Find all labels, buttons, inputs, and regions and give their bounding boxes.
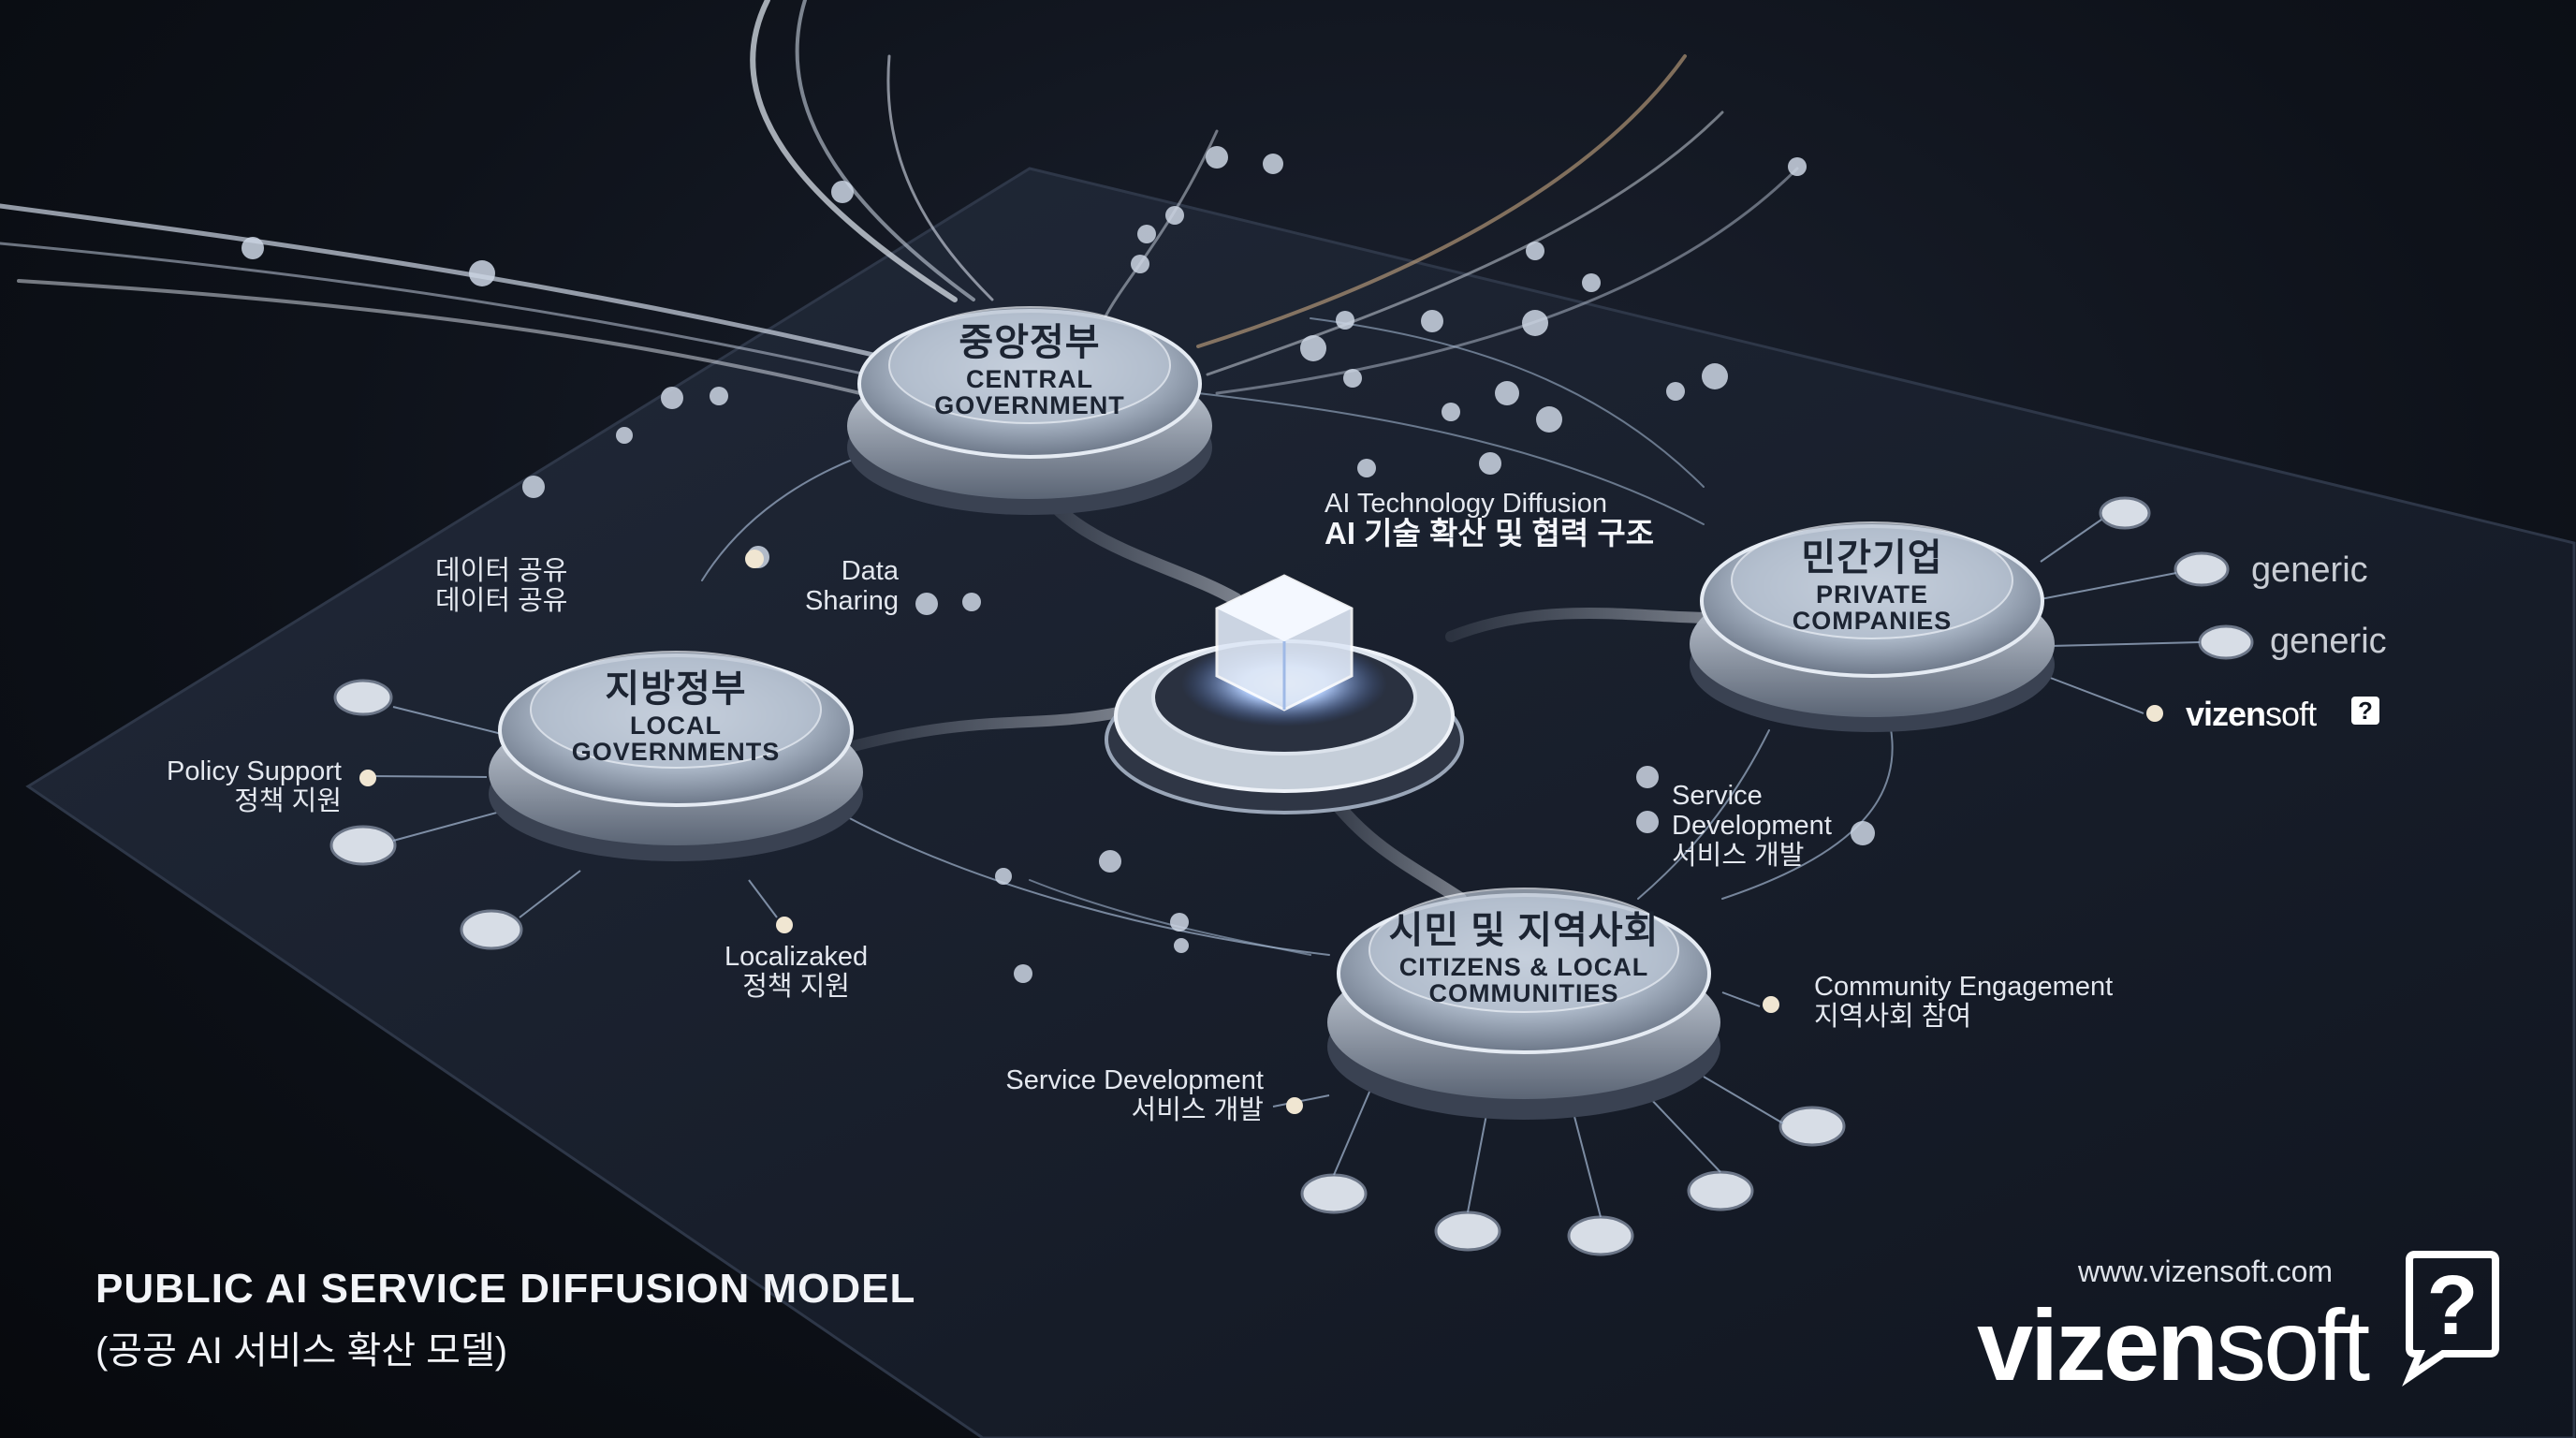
service-dev-right-ko: 서비스 개발 <box>1672 841 1805 871</box>
data-share-ko-label: 데이터 공유 데이터 공유 <box>435 556 567 616</box>
service-dev-left-ko: 서비스 개발 <box>1131 1095 1264 1125</box>
data-share-ko-1: 데이터 공유 <box>435 556 568 586</box>
partner-1: generic <box>2251 550 2368 590</box>
policy-support-label: Policy Support 정책 지원 <box>159 756 342 816</box>
data-share-ko-2: 데이터 공유 <box>435 586 568 616</box>
vizensoft-logo: vizensoft <box>1977 1286 2370 1403</box>
ai-diffusion-en: AI Technology Diffusion <box>1325 489 1608 519</box>
community-label: Community Engagement 지역사회 참여 <box>1814 972 2113 1032</box>
policy-support-en: Policy Support <box>167 756 342 786</box>
question-bubble-small-icon: ? <box>2351 697 2379 725</box>
logo-bold: vizen <box>1977 1288 2218 1401</box>
node-central-label: 중앙정부 CENTRAL GOVERNMENT <box>934 312 1125 418</box>
private-ko: 민간기업 <box>1801 537 1943 579</box>
label-dots <box>359 550 2163 1114</box>
data-sharing-2: Sharing <box>805 586 899 616</box>
data-sharing-1: Data <box>841 556 899 586</box>
diagram-title-block: PUBLIC AI SERVICE DIFFUSION MODEL (공공 AI… <box>95 1266 915 1374</box>
svg-text:?: ? <box>2427 1259 2479 1353</box>
service-dev-right-label: Service Development 서비스 개발 <box>1672 781 1832 871</box>
partner-vizensoft: vizensoft <box>2186 695 2317 734</box>
community-en: Community Engagement <box>1814 972 2114 1002</box>
localized-en: Localizaked <box>724 942 869 972</box>
citizens-en2: COMMUNITIES <box>1428 979 1619 1007</box>
logo-lite: soft <box>2216 1288 2370 1401</box>
diagram-subtitle: (공공 AI 서비스 확산 모델) <box>95 1330 508 1372</box>
node-central <box>847 306 1212 515</box>
central-en2: GOVERNMENT <box>934 391 1125 419</box>
node-private <box>1690 521 2055 732</box>
diagram-title: PUBLIC AI SERVICE DIFFUSION MODEL <box>95 1266 916 1312</box>
central-en1: CENTRAL <box>965 365 1093 393</box>
local-en2: GOVERNMENTS <box>571 738 781 766</box>
data-sharing-label: Data Sharing <box>805 556 899 616</box>
service-dev-left-label: Service Development 서비스 개발 <box>1002 1065 1264 1125</box>
central-ko: 중앙정부 <box>959 322 1101 363</box>
website-url: www.vizensoft.com <box>2078 1255 2334 1288</box>
partner-brand-bold: vizen <box>2186 695 2266 733</box>
svg-text:?: ? <box>2358 697 2373 725</box>
local-en1: LOCAL <box>630 712 722 740</box>
community-ko: 지역사회 참여 <box>1814 1002 1972 1032</box>
citizens-en1: CITIZENS & LOCAL <box>1398 953 1649 981</box>
node-local <box>489 651 863 861</box>
satellite-discs <box>329 496 2254 1256</box>
citizens-ko: 시민 및 지역사회 <box>1388 910 1660 951</box>
service-dev-left-en: Service Development <box>1005 1065 1264 1095</box>
partner-brand-lite: soft <box>2265 695 2317 733</box>
ai-diffusion-label: AI Technology Diffusion AI 기술 확산 및 협력 구조 <box>1325 489 1654 549</box>
private-en2: COMPANIES <box>1792 607 1953 635</box>
private-en1: PRIVATE <box>1815 580 1929 609</box>
policy-support-ko: 정책 지원 <box>234 786 342 816</box>
ai-core-hub <box>1105 574 1464 814</box>
node-citizens-label: 시민 및 지역사회 CITIZENS & LOCAL COMMUNITIES <box>1389 900 1660 1006</box>
local-ko: 지방정부 <box>605 668 747 710</box>
service-dev-right-2: Development <box>1672 811 1832 841</box>
node-private-label: 민간기업 PRIVATE COMPANIES <box>1793 527 1953 634</box>
network-orbs <box>242 146 1875 983</box>
localized-ko: 정책 지원 <box>742 972 850 1002</box>
question-bubble-icon: ? <box>2402 1251 2499 1387</box>
node-local-label: 지방정부 LOCAL GOVERNMENTS <box>572 658 781 765</box>
ai-diffusion-ko: AI 기술 확산 및 협력 구조 <box>1325 516 1655 550</box>
partner-2: generic <box>2270 622 2387 661</box>
localized-label: Localizaked 정책 지원 <box>724 942 868 1002</box>
node-citizens <box>1327 888 1720 1120</box>
service-dev-right-1: Service <box>1672 781 1763 811</box>
